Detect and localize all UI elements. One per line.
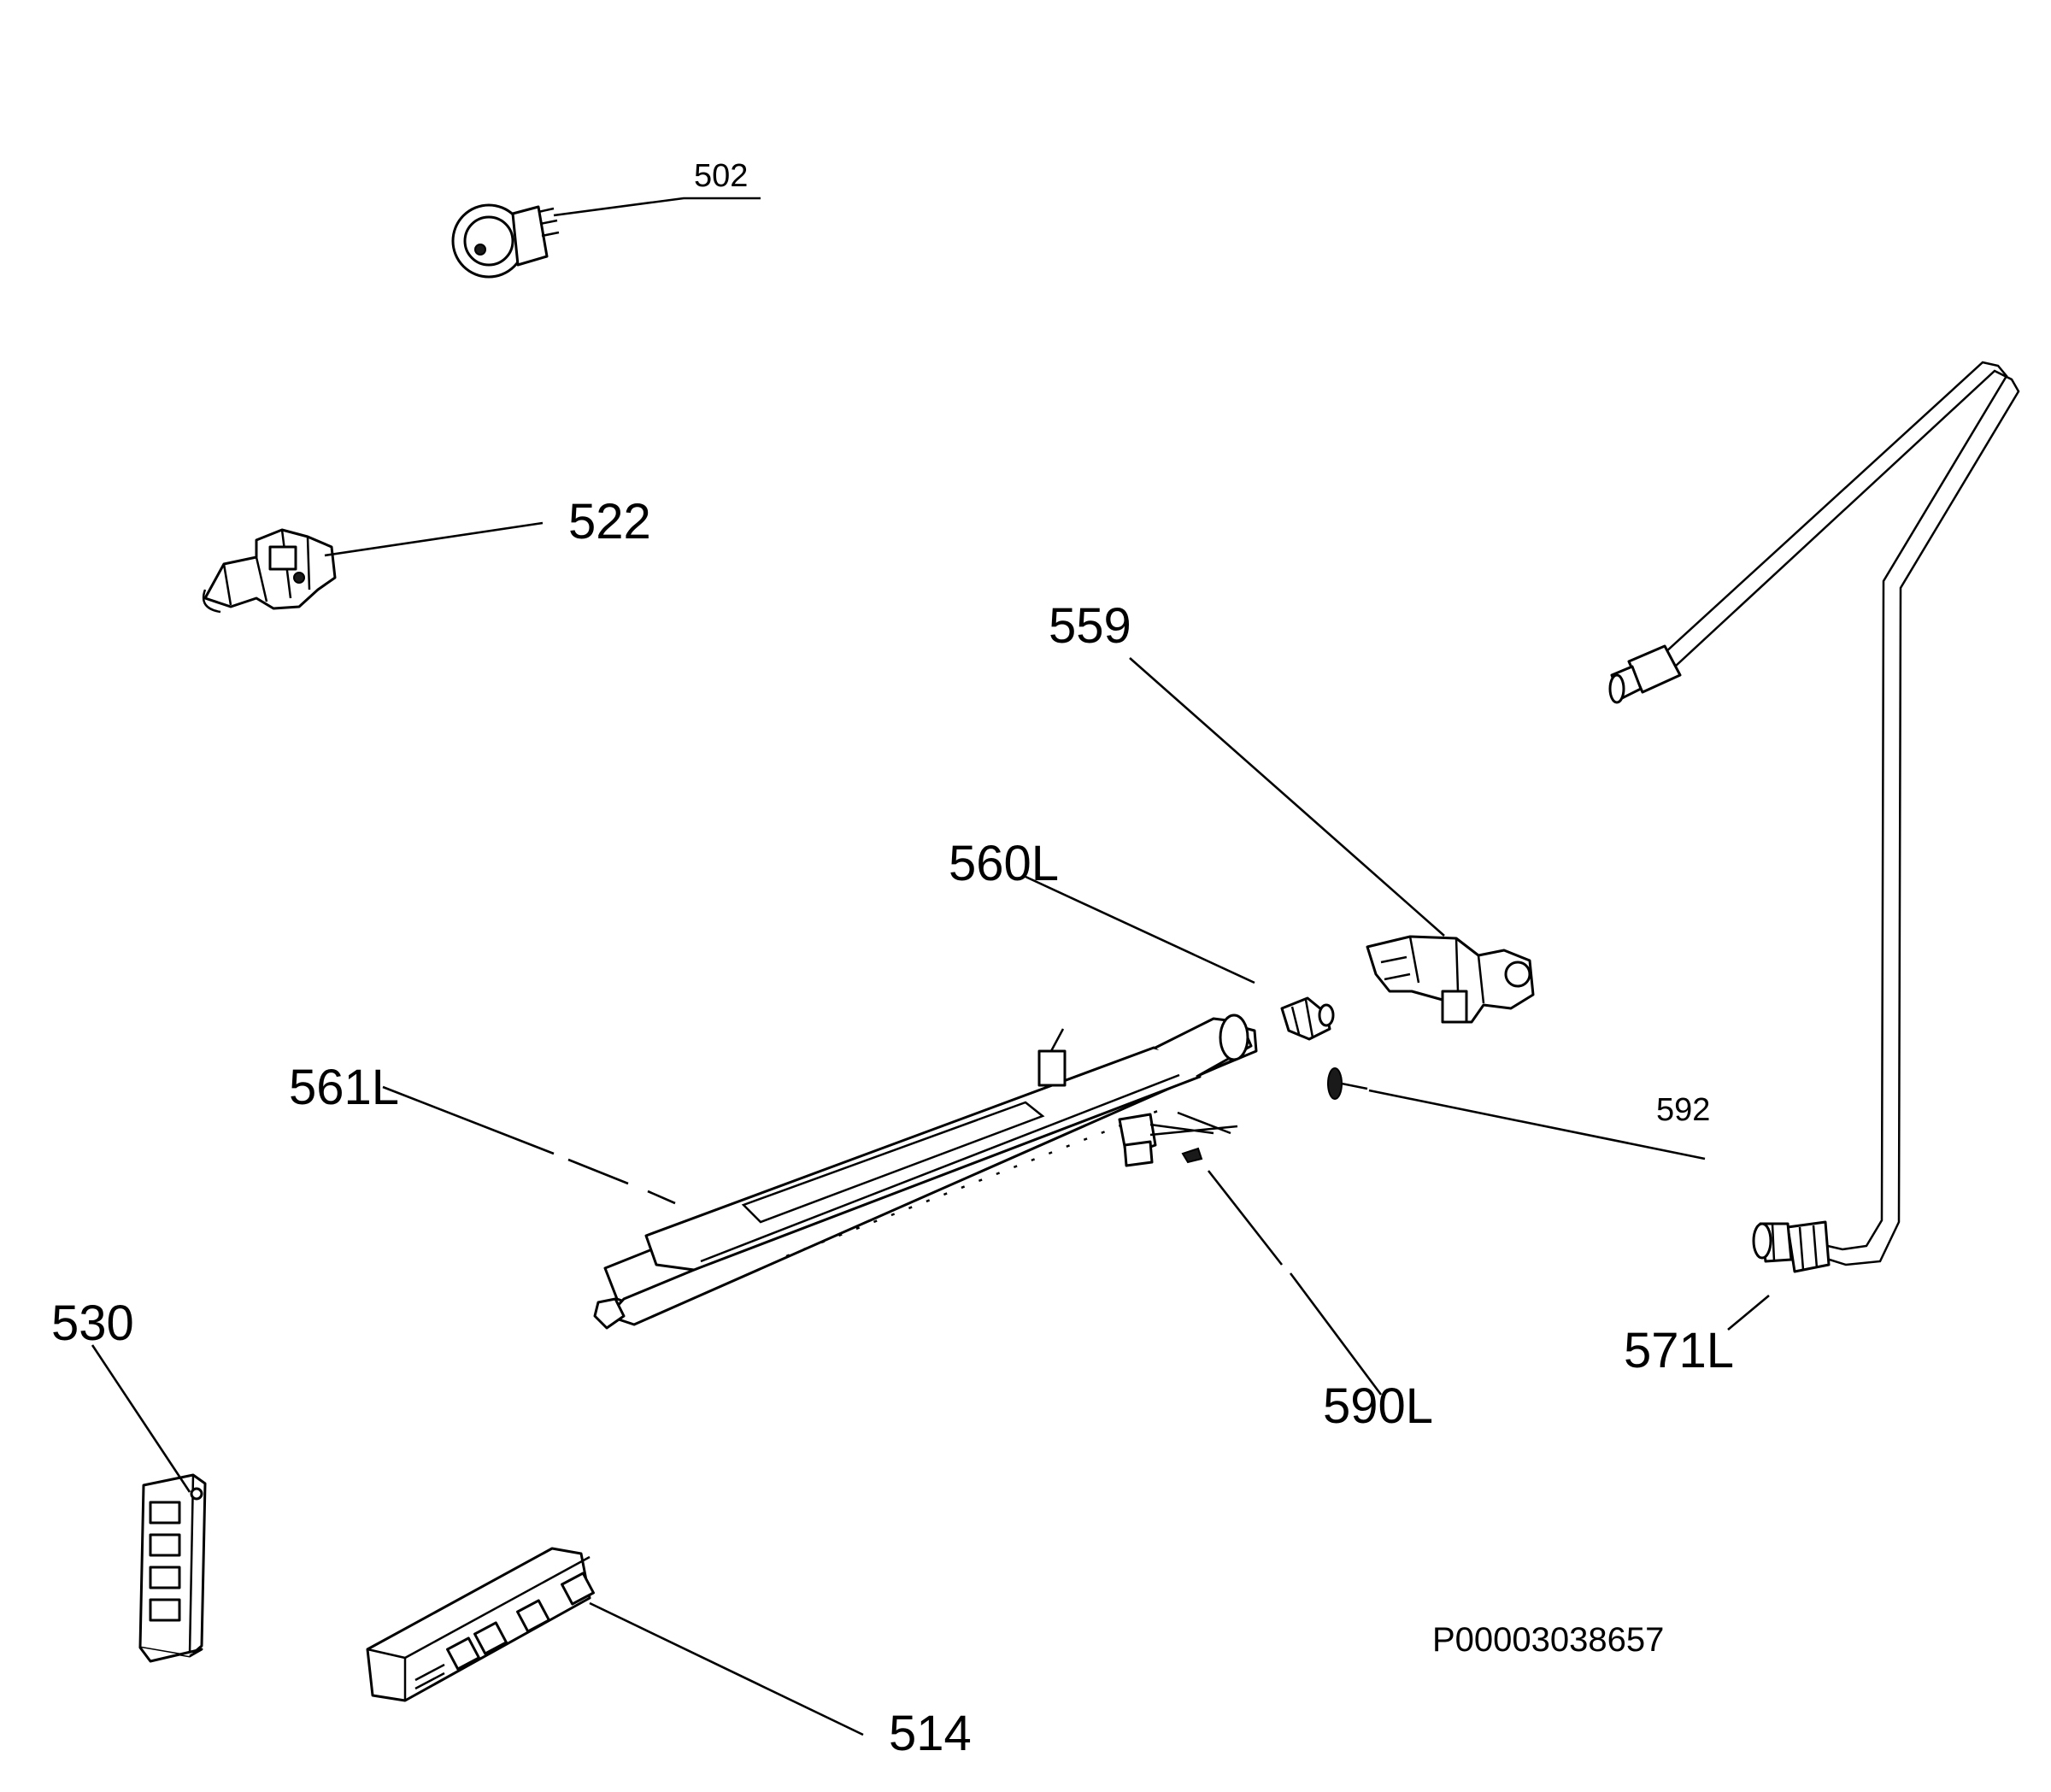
drawing-id: P00003038657 <box>1432 1621 1664 1659</box>
callout-592: 592 <box>1656 1092 1710 1128</box>
leader-502 <box>553 197 761 217</box>
leader-571l <box>1727 1295 1770 1331</box>
part-530-terminal-block <box>138 1473 207 1663</box>
part-559-gas-valve <box>1366 935 1535 1024</box>
part-561l-burner <box>593 1014 1258 1330</box>
leader-514 <box>589 1601 864 1736</box>
leader-592 <box>1368 1089 1706 1160</box>
part-522-switch-bracket <box>202 528 337 614</box>
callout-559: 559 <box>1049 598 1131 654</box>
leader-530 <box>91 1344 191 1493</box>
callout-502: 502 <box>694 158 748 194</box>
part-502-lamp <box>451 203 560 279</box>
leader-559 <box>1129 657 1445 937</box>
part-571l-gas-tube <box>1608 361 2020 1273</box>
callout-530: 530 <box>51 1296 134 1351</box>
callout-514: 514 <box>889 1706 972 1761</box>
leader-560l <box>1023 874 1255 984</box>
part-560l-injector <box>1280 996 1335 1041</box>
leader-590l <box>1207 1170 1383 1395</box>
leader-522 <box>324 521 544 557</box>
part-590l-thermocouple <box>1118 1111 1238 1167</box>
callout-522: 522 <box>568 494 651 549</box>
callout-590l: 590L <box>1323 1378 1433 1434</box>
callout-560l: 560L <box>949 836 1059 891</box>
callout-571l: 571L <box>1624 1323 1734 1378</box>
callout-561l: 561L <box>289 1060 399 1115</box>
part-514-spark-generator <box>366 1547 595 1702</box>
part-592-probe <box>1327 1067 1368 1100</box>
leader-561l <box>382 1085 676 1205</box>
